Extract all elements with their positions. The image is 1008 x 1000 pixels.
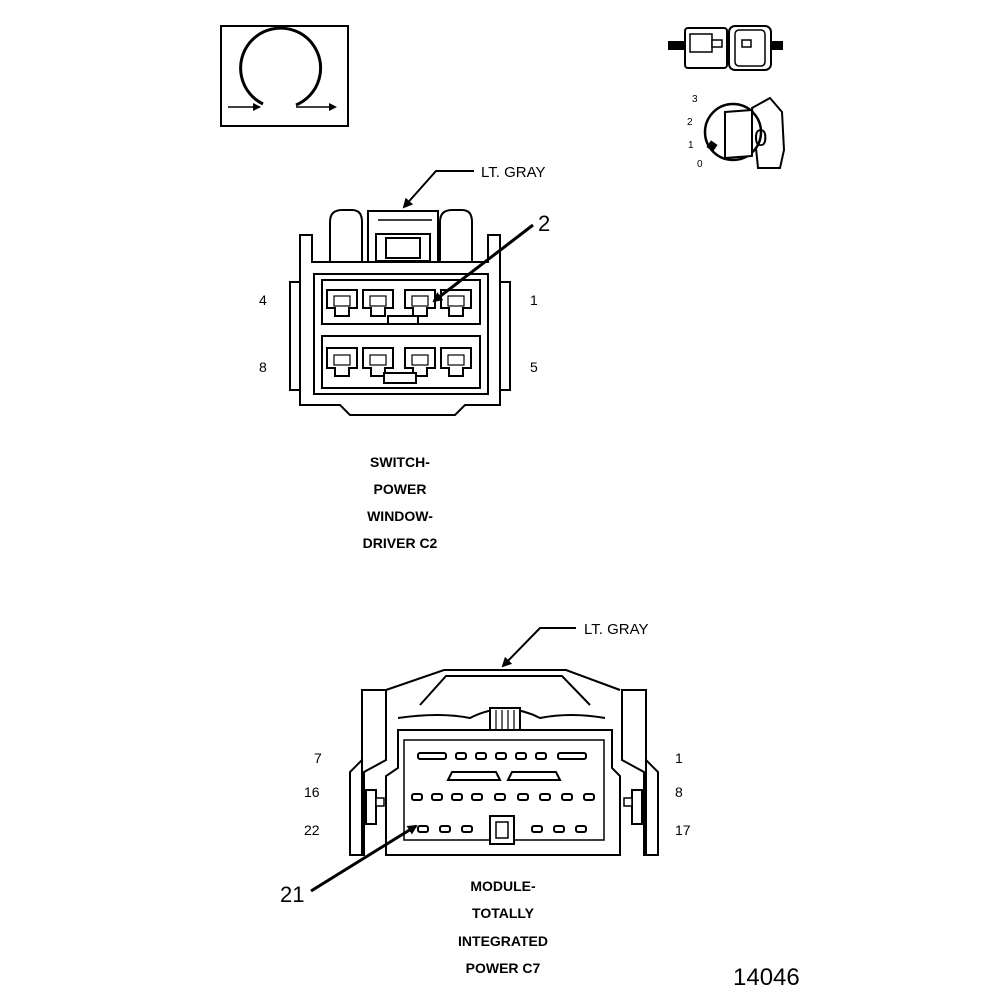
c2-pin-8: 8 xyxy=(259,359,267,375)
c2-caption-line-3: WINDOW- xyxy=(367,508,433,524)
figure-number: 14046 xyxy=(733,964,800,991)
connector-mating-icon xyxy=(668,25,783,71)
c7-pin-7: 7 xyxy=(314,750,322,766)
c7-pin-16: 16 xyxy=(304,784,320,800)
c2-caption-line-1: SWITCH- xyxy=(370,454,430,470)
dial-position-1: 1 xyxy=(688,140,694,151)
c7-caption: MODULE- TOTALLY INTEGRATED POWER C7 xyxy=(458,878,548,976)
c7-pin-17: 17 xyxy=(675,822,691,838)
c7-row-2-terminals xyxy=(411,793,595,801)
c7-caption-line-3: INTEGRATED xyxy=(458,933,548,949)
c2-color-label: LT. GRAY xyxy=(481,164,545,181)
connector-c7 xyxy=(349,669,659,856)
terminal-view-icon xyxy=(220,25,349,127)
c2-pin-1: 1 xyxy=(530,292,538,308)
dial-position-0: 0 xyxy=(697,159,703,170)
c2-callout-arrow xyxy=(432,223,534,303)
dial-position-2: 2 xyxy=(687,117,693,128)
c2-bottom-row-terminals xyxy=(326,347,472,384)
c7-callout-arrow xyxy=(310,824,418,893)
c2-top-row-terminals xyxy=(326,289,472,325)
dial-position-3: 3 xyxy=(692,94,698,105)
c7-pin-1: 1 xyxy=(675,750,683,766)
c2-pin-4: 4 xyxy=(259,292,267,308)
c7-color-leader xyxy=(501,627,576,668)
c7-color-label: LT. GRAY xyxy=(584,621,648,638)
c2-pin-5: 5 xyxy=(530,359,538,375)
c7-row-3-terminals xyxy=(417,825,587,833)
c7-caption-line-1: MODULE- xyxy=(470,878,536,894)
c2-caption-line-4: DRIVER C2 xyxy=(363,535,438,551)
c2-color-leader xyxy=(402,170,474,209)
c2-caption: SWITCH- POWER WINDOW- DRIVER C2 xyxy=(363,454,438,551)
c2-callout-number: 2 xyxy=(538,211,550,236)
c7-row-1-terminals xyxy=(417,752,587,760)
c7-caption-line-4: POWER C7 xyxy=(466,960,541,976)
c7-pin-22: 22 xyxy=(304,822,320,838)
c2-caption-line-2: POWER xyxy=(374,481,427,497)
c7-callout-number: 21 xyxy=(280,882,304,907)
key-glyph: 0 xyxy=(754,125,767,152)
c7-caption-line-2: TOTALLY xyxy=(472,905,535,921)
ignition-key-icon: 0 3 2 1 0 xyxy=(687,94,786,170)
connector-c2 xyxy=(289,209,511,416)
c7-pin-8: 8 xyxy=(675,784,683,800)
